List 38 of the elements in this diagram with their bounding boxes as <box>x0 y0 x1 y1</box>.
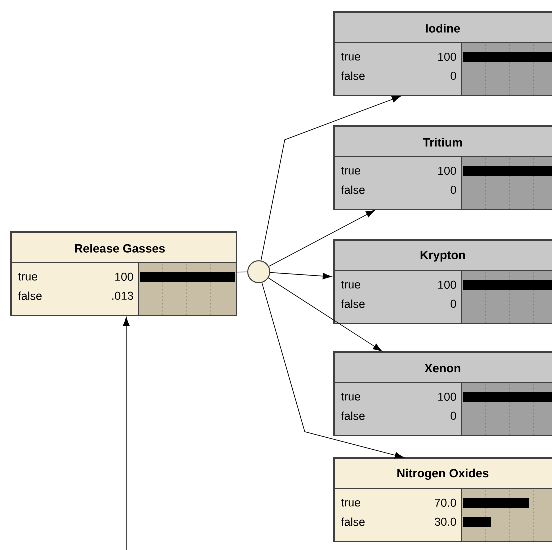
state-label: false <box>341 300 365 308</box>
state-value: 0 <box>450 412 456 420</box>
arrow <box>123 317 130 550</box>
state-label: false <box>341 518 365 526</box>
state-value: 100 <box>438 166 456 176</box>
state-value: 70.0 <box>435 498 456 508</box>
state-label: false <box>341 186 365 194</box>
state-label: true <box>341 393 360 401</box>
node-title: Iodine <box>426 24 460 33</box>
state-value: 100 <box>438 52 456 62</box>
junction-circle <box>248 260 270 284</box>
state-label: false <box>341 412 365 420</box>
state-value: 0 <box>450 72 456 80</box>
state-value: .013 <box>112 292 134 300</box>
state-value: 100 <box>438 280 456 290</box>
state-value: 30.0 <box>434 518 456 526</box>
state-label: true <box>18 273 38 281</box>
node-title: Krypton <box>420 251 466 262</box>
node-title: Xenon <box>424 364 461 373</box>
state-value: 100 <box>116 272 134 282</box>
state-value: 0 <box>450 186 456 194</box>
arrow <box>268 278 382 352</box>
node-title: Tritium <box>423 138 462 147</box>
arrow <box>268 210 375 267</box>
connector-line <box>236 272 248 273</box>
arrow <box>262 282 404 459</box>
state-label: true <box>341 53 360 61</box>
node-title: Release Gasses <box>75 244 166 253</box>
state-label: false <box>18 292 42 300</box>
state-label: true <box>341 167 360 175</box>
state-label: true <box>341 281 360 289</box>
arrow <box>270 272 332 280</box>
state-value: 0 <box>450 300 456 308</box>
state-label: true <box>341 499 360 507</box>
node-title: Nitrogen Oxides <box>398 468 489 480</box>
arrow <box>260 96 401 262</box>
state-label: false <box>341 72 365 80</box>
state-value: 100 <box>438 392 456 402</box>
